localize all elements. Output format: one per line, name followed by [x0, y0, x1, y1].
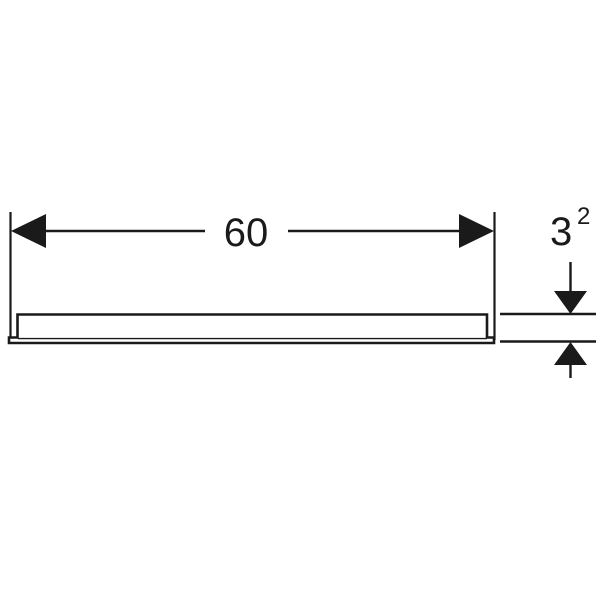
height-dimension-group: 3 2 [500, 203, 596, 378]
arrow-right-icon [459, 214, 494, 248]
arrow-left-icon [11, 214, 46, 248]
shelf-profile-outline [7, 313, 496, 345]
arrow-down-icon [554, 291, 587, 314]
width-dimension-label: 60 [224, 211, 269, 255]
height-dimension-label-superscript: 2 [577, 203, 590, 230]
part-profile-group [7, 313, 496, 345]
height-dimension-label: 3 [550, 210, 572, 254]
arrow-up-icon [554, 342, 587, 365]
width-dimension-group: 60 [9, 211, 496, 340]
